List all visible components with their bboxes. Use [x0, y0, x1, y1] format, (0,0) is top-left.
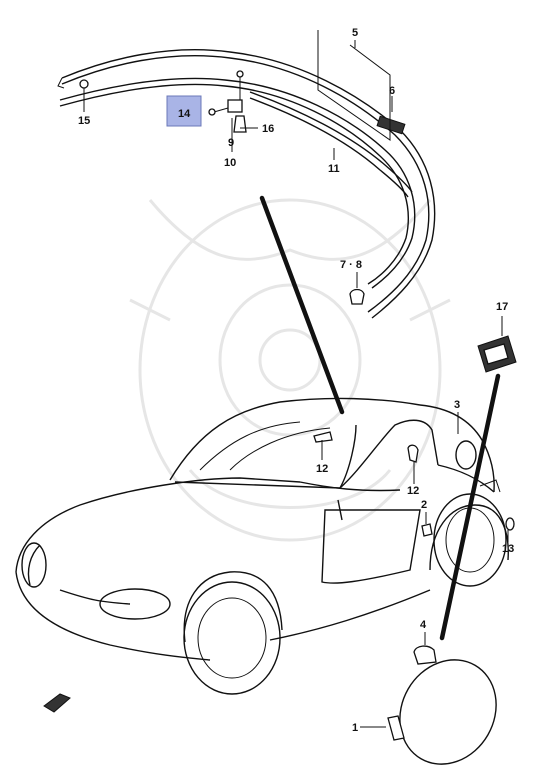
clip-assembly: [208, 70, 247, 138]
callout-11[interactable]: 11: [328, 163, 340, 175]
bracket-part-17: [477, 316, 517, 373]
callout-2[interactable]: 2: [421, 499, 427, 511]
callout-labels: 14 5 6 15 16 9 10 11 7 · 8 17 3 12 12 2 …: [78, 27, 514, 734]
highlight-box-14: [166, 95, 202, 127]
callout-9[interactable]: 9: [228, 137, 234, 149]
callout-14[interactable]: 14: [178, 108, 191, 120]
callout-7-8[interactable]: 7 · 8: [340, 259, 362, 271]
callout-10[interactable]: 10: [224, 157, 236, 169]
callout-4[interactable]: 4: [420, 619, 427, 631]
callout-15[interactable]: 15: [78, 115, 90, 127]
fuel-lid: [360, 632, 497, 765]
roof-molding-lower: [59, 77, 416, 289]
front-direction-arrow-icon: [43, 693, 71, 713]
pointer-stripe-fuel: [439, 373, 501, 641]
leader-lines: [83, 104, 509, 542]
screw-part-15: [79, 79, 89, 104]
callout-6[interactable]: 6: [389, 85, 395, 97]
watermark-emblem: [129, 198, 451, 542]
callout-3[interactable]: 3: [454, 399, 460, 411]
belt-molding: [249, 91, 413, 198]
car-body: [15, 397, 515, 695]
callout-12-handle[interactable]: 12: [407, 485, 419, 497]
callout-16[interactable]: 16: [262, 123, 274, 135]
pointer-stripe-roof: [259, 195, 345, 415]
grommet-part-7-8: [349, 272, 365, 305]
callout-12-mirror[interactable]: 12: [316, 463, 328, 475]
callout-1[interactable]: 1: [352, 722, 358, 734]
callout-5[interactable]: 5: [352, 27, 358, 39]
callout-13[interactable]: 13: [502, 543, 514, 555]
callout-17[interactable]: 17: [496, 301, 508, 313]
callout-bracket-5: [317, 30, 393, 141]
